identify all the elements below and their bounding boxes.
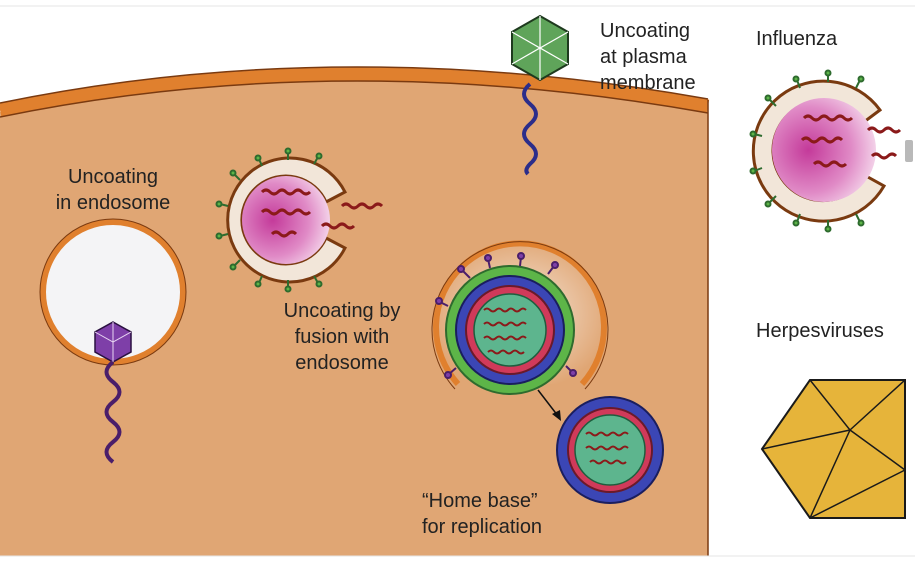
enveloped-virus-shell xyxy=(226,156,348,284)
label-fusion: Uncoating by fusion with endosome xyxy=(283,300,401,374)
viral-rna-2 xyxy=(260,208,312,216)
surface-spikes xyxy=(215,147,323,293)
glycoprotein-spikes xyxy=(435,252,577,379)
influenza-virus-in-endosome xyxy=(215,147,384,293)
herpesvirus-example xyxy=(760,379,906,519)
viral-rna-1 xyxy=(260,188,312,196)
influenza-example xyxy=(749,69,902,233)
plasma-membrane-outer-edge xyxy=(0,66,709,104)
label-herpesviruses: Herpesviruses xyxy=(756,320,884,342)
label-influenza: Influenza xyxy=(756,28,838,50)
endosome-left xyxy=(39,218,187,464)
cytoplasm xyxy=(0,75,708,557)
scrollbar-thumb[interactable] xyxy=(905,140,913,162)
plasma-membrane-inner-edge xyxy=(0,80,709,118)
viral-genome-strand xyxy=(522,82,538,176)
label-home-base: “Home base” for replication xyxy=(422,490,543,538)
plasma-membrane-virus xyxy=(511,14,569,176)
home-base-core xyxy=(574,414,646,486)
home-base-nucleocapsid xyxy=(556,396,664,504)
viral-genome-strand-purple xyxy=(104,360,122,464)
fusion-endosome xyxy=(431,240,609,421)
plasma-membrane xyxy=(0,67,710,117)
herpes-capsid xyxy=(760,379,906,519)
core xyxy=(473,293,547,367)
viral-rna-5 xyxy=(320,222,356,230)
label-endosome: Uncoating in endosome xyxy=(55,166,171,214)
influenza-spikes xyxy=(749,69,865,233)
viral-rna-4 xyxy=(340,202,384,210)
viral-rna-3 xyxy=(270,230,298,238)
cell xyxy=(0,66,710,557)
label-plasma-membrane: Uncoating at plasma membrane xyxy=(600,20,696,94)
transition-arrow xyxy=(537,389,559,417)
